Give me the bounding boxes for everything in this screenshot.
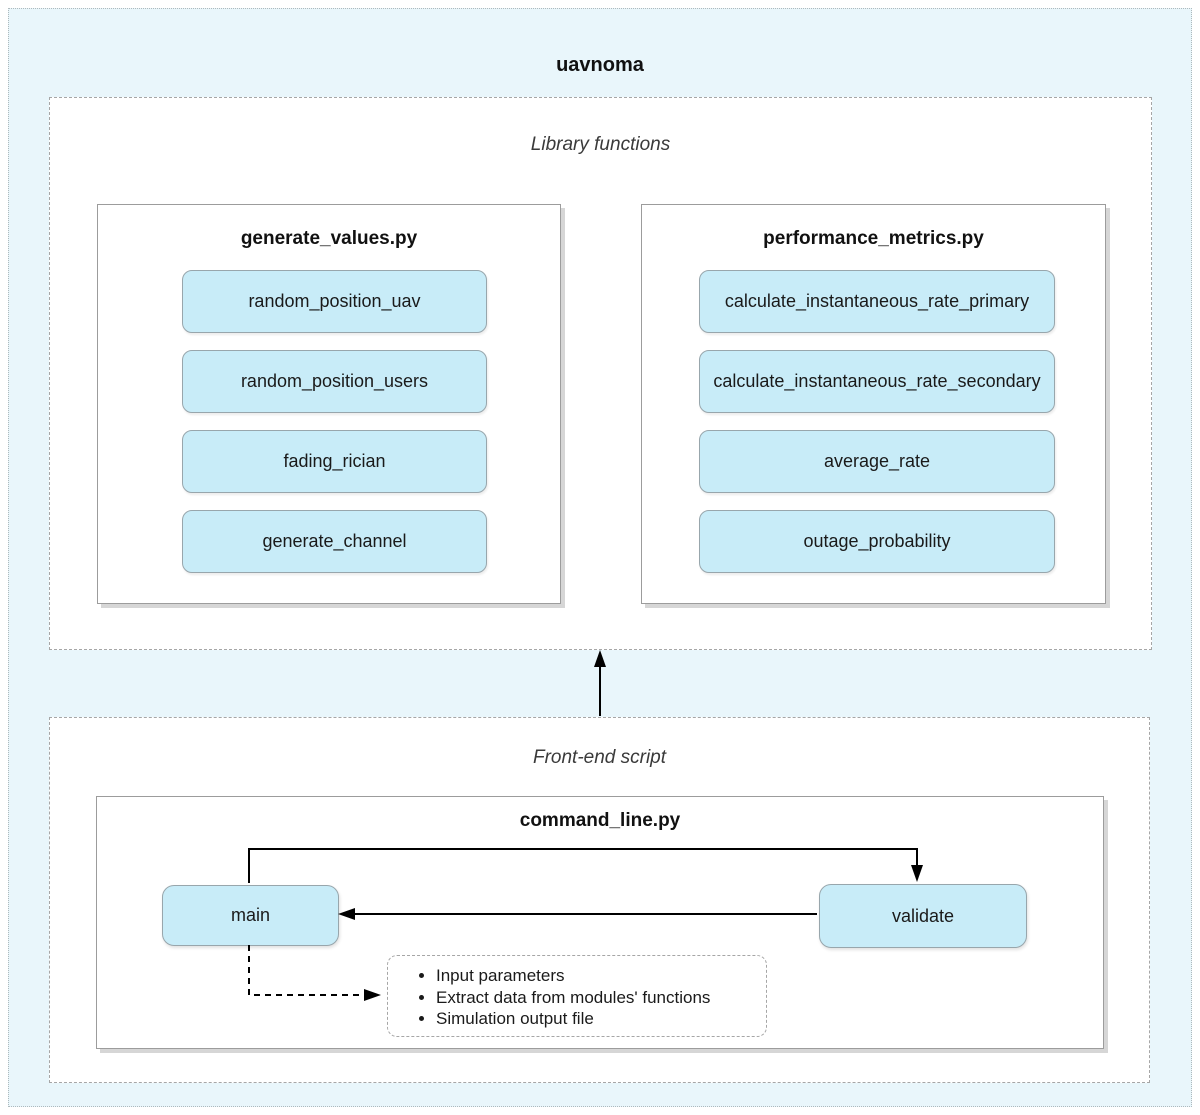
function-node: calculate_instantaneous_rate_primary (699, 270, 1055, 333)
frontend-script-label: Front-end script (532, 747, 667, 768)
module-command-line: command_line.py main validate Input para… (96, 796, 1104, 1049)
output-item: Extract data from modules' functions (436, 987, 766, 1009)
function-node: average_rate (699, 430, 1055, 493)
function-node: outage_probability (699, 510, 1055, 573)
output-item: Input parameters (436, 965, 766, 987)
frontend-script-section: Front-end script command_line.py main va… (49, 717, 1150, 1083)
module-title: performance_metrics.py (763, 228, 984, 249)
function-node: random_position_uav (182, 270, 487, 333)
function-node: fading_rician (182, 430, 487, 493)
node-main: main (162, 885, 339, 946)
page-title: uavnoma (556, 54, 644, 76)
outputs-note-box: Input parameters Extract data from modul… (387, 955, 767, 1037)
function-list: calculate_instantaneous_rate_primary cal… (699, 270, 1055, 590)
function-node: random_position_users (182, 350, 487, 413)
module-title: generate_values.py (240, 228, 418, 249)
function-node: generate_channel (182, 510, 487, 573)
module-generate-values: generate_values.py random_position_uav r… (97, 204, 561, 604)
output-item: Simulation output file (436, 1008, 766, 1030)
library-functions-section: Library functions generate_values.py ran… (49, 97, 1152, 650)
node-validate: validate (819, 884, 1027, 948)
outputs-list: Input parameters Extract data from modul… (388, 965, 766, 1030)
module-performance-metrics: performance_metrics.py calculate_instant… (641, 204, 1106, 604)
function-list: random_position_uav random_position_user… (182, 270, 487, 590)
library-functions-label: Library functions (530, 134, 671, 155)
module-title: command_line.py (519, 810, 681, 831)
function-node: calculate_instantaneous_rate_secondary (699, 350, 1055, 413)
